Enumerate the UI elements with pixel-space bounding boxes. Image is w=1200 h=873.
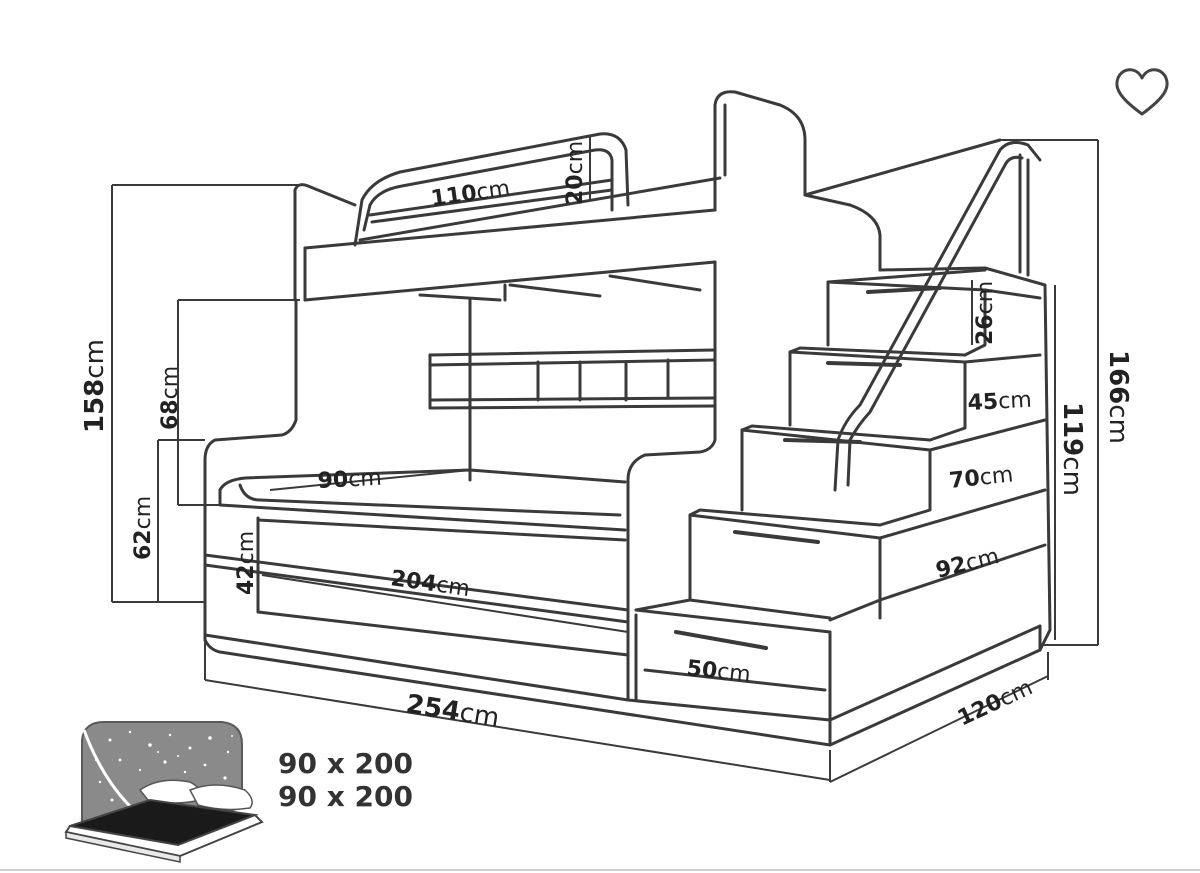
- dimension-lines: [111, 135, 1099, 783]
- label-62cm: 62cm: [131, 496, 156, 560]
- label-158cm: 158cm: [80, 339, 110, 433]
- mattress-size-2: 90 x 200: [278, 780, 413, 813]
- favorite-button[interactable]: [1110, 62, 1174, 122]
- label-26cm: 26cm: [973, 281, 998, 345]
- bed-outline: [203, 90, 1052, 747]
- label-90cm: 90cm: [317, 466, 382, 494]
- mattress-icon: [64, 721, 264, 863]
- label-50cm: 50cm: [685, 656, 751, 688]
- label-166cm: 166cm: [1103, 350, 1133, 444]
- mattress-size-1: 90 x 200: [278, 747, 413, 780]
- label-254cm: 254cm: [404, 689, 501, 733]
- bottom-divider: [0, 869, 1200, 871]
- dimension-labels: 110cm 20cm 158cm 68cm 62cm 42cm 90cm 204…: [80, 141, 1133, 734]
- label-92cm: 92cm: [933, 544, 1001, 584]
- label-68cm: 68cm: [158, 366, 183, 430]
- label-110cm: 110cm: [429, 176, 511, 212]
- label-45cm: 45cm: [967, 388, 1032, 416]
- label-70cm: 70cm: [948, 462, 1014, 494]
- label-20cm: 20cm: [563, 141, 588, 205]
- label-42cm: 42cm: [234, 531, 259, 595]
- label-119cm: 119cm: [1057, 402, 1087, 496]
- heart-outline-icon: [1115, 68, 1169, 116]
